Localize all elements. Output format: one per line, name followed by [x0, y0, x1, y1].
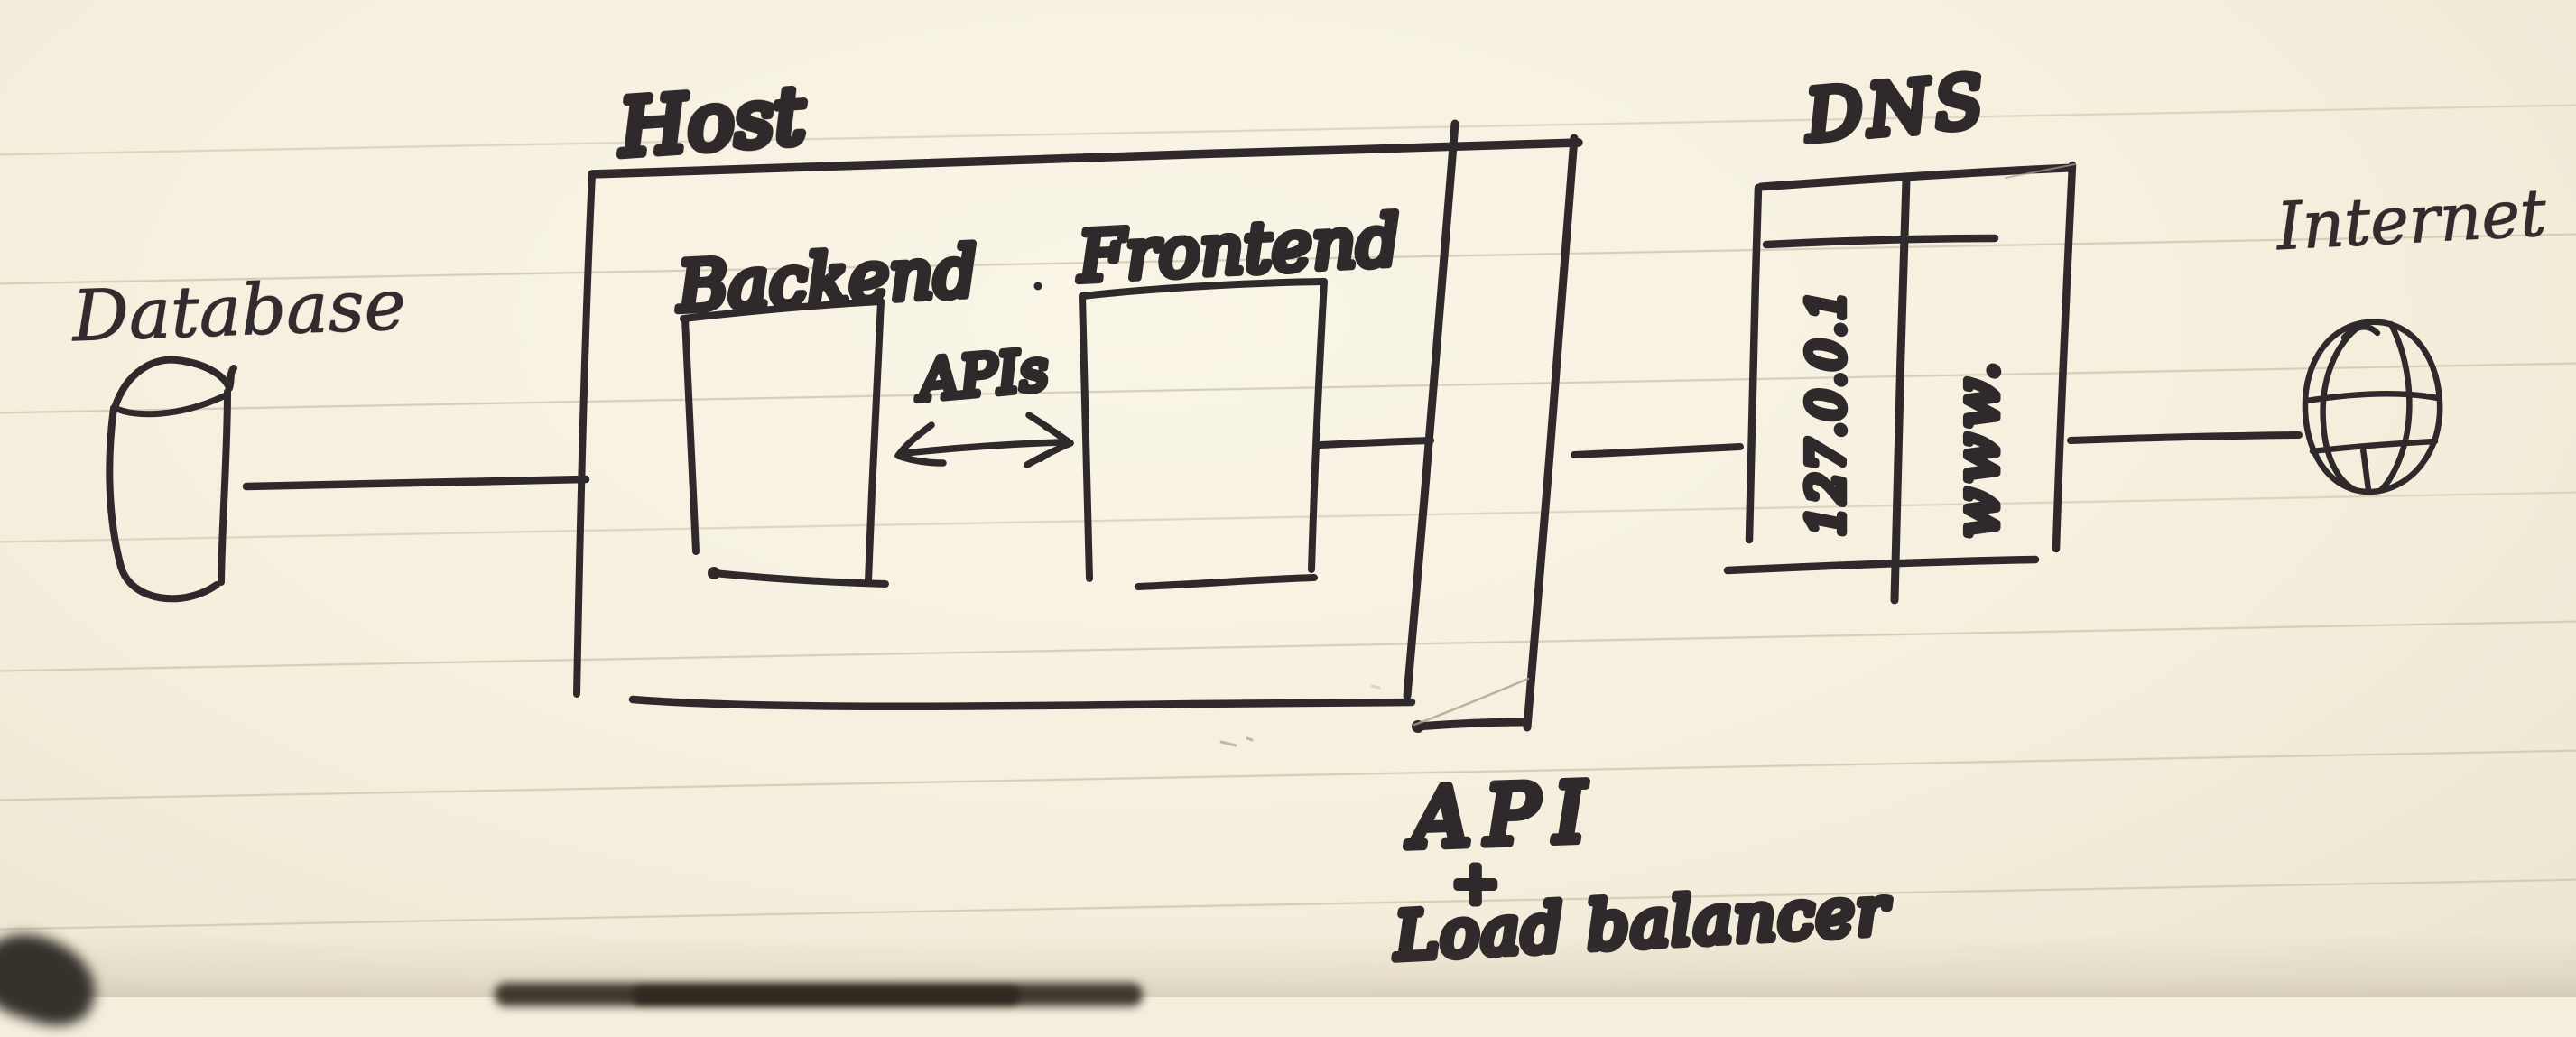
api-label: API: [1404, 765, 1602, 866]
host-left-edge: [573, 171, 596, 698]
host-bottom-edge: [628, 695, 1416, 711]
edge-apilb-dns: [1571, 443, 1744, 458]
edge-backend-frontend-arrow: APIs: [894, 333, 1074, 468]
database-node: Database: [69, 264, 408, 603]
bottom-edge-smudge-dark: [632, 986, 1020, 1005]
database-label: Database: [69, 264, 407, 357]
dns-label: DNS: [1801, 60, 1991, 157]
backend-box: Backend: [670, 227, 1042, 588]
database-cylinder-icon: [106, 356, 237, 603]
pencil-marks: [1219, 684, 1381, 747]
edge-dns-internet: [2067, 431, 2303, 444]
frontend-box: Frontend: [1070, 196, 1405, 590]
frontend-label: Frontend: [1074, 199, 1402, 297]
ink-dot: [1033, 282, 1042, 291]
host-label: Host: [615, 71, 808, 174]
edge-database-host: [242, 475, 590, 491]
dns-www-value: www.: [1944, 356, 2011, 538]
globe-icon: [2302, 319, 2443, 495]
internet-node: Internet: [2273, 174, 2549, 495]
apis-label: APIs: [913, 337, 1052, 414]
host-box: Host: [573, 67, 1583, 711]
internet-label: Internet: [2273, 175, 2549, 265]
double-arrow-icon: [894, 412, 1074, 468]
sketch-canvas: Database Host Backend Frontend: [0, 57, 2576, 978]
edge-frontend-apilb: [1317, 437, 1434, 449]
backend-label: Backend: [673, 231, 979, 327]
dns-ip-value: 127.0.0.1: [1798, 287, 1855, 536]
pencil-corner-line: [2005, 163, 2076, 179]
page-bottom-shadow: [0, 934, 2576, 997]
host-top-edge: [588, 138, 1583, 179]
ruled-lines: [0, 103, 2576, 931]
plus-label: +: [1451, 850, 1500, 917]
notebook-paper: [0, 0, 2576, 997]
pencil-guide-line: [1413, 677, 1530, 727]
dns-box: DNS 127.0.0.1 www.: [1723, 57, 2077, 605]
